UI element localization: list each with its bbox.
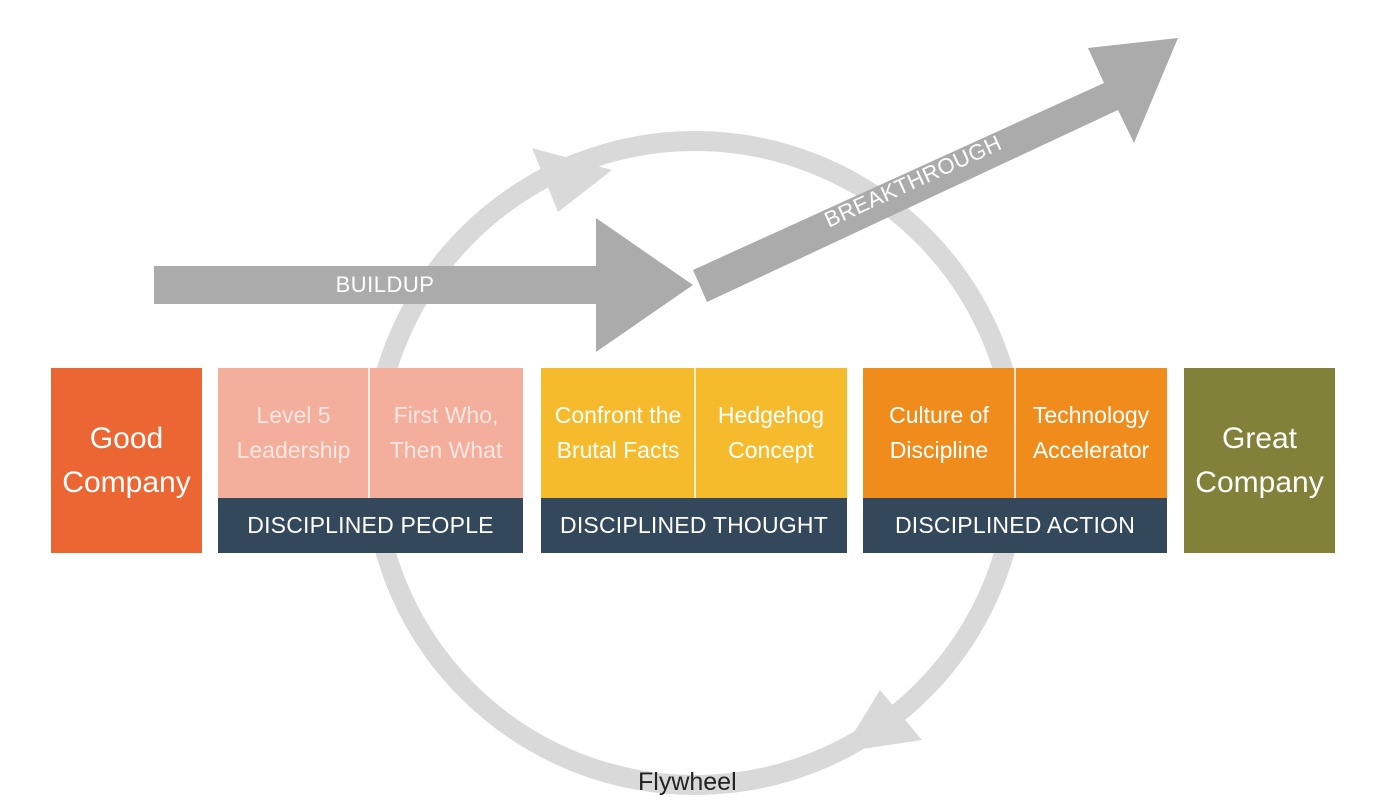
cell-divider: [368, 368, 370, 498]
great-company-box: Great Company: [1184, 368, 1335, 553]
cell-label: Confront the Brutal Facts: [554, 402, 682, 463]
flywheel-label: Flywheel: [638, 768, 737, 796]
cell-hedgehog-concept: Hedgehog Concept: [695, 368, 847, 498]
cell-level-5-leadership: Level 5 Leadership: [218, 368, 369, 498]
great-company-label: Great Company: [1195, 421, 1324, 499]
good-company-box: Good Company: [51, 368, 202, 553]
cell-divider: [694, 368, 696, 498]
cell-first-who-then-what: First Who, Then What: [369, 368, 523, 498]
cell-label: First Who, Then What: [389, 402, 503, 463]
cell-label: Hedgehog Concept: [717, 402, 825, 463]
band-disciplined-people: DISCIPLINED PEOPLE: [218, 498, 523, 553]
buildup-arrow: BUILDUP: [154, 218, 693, 352]
buildup-label: BUILDUP: [336, 272, 435, 297]
band-label: DISCIPLINED ACTION: [894, 512, 1136, 538]
cell-confront-brutal-facts: Confront the Brutal Facts: [541, 368, 695, 498]
flywheel-arrowhead-top: [532, 148, 612, 212]
cell-label: Technology Accelerator: [1032, 402, 1150, 463]
band-label: DISCIPLINED THOUGHT: [560, 512, 828, 538]
band-disciplined-action: DISCIPLINED ACTION: [863, 498, 1167, 553]
band-label: DISCIPLINED PEOPLE: [247, 512, 494, 538]
good-company-label: Good Company: [62, 421, 191, 499]
cell-label: Culture of Discipline: [889, 402, 989, 463]
cell-technology-accelerator: Technology Accelerator: [1015, 368, 1167, 498]
cell-divider: [1014, 368, 1016, 498]
cell-culture-of-discipline: Culture of Discipline: [863, 368, 1015, 498]
flywheel-arrowhead-bottom: [842, 690, 922, 752]
band-disciplined-thought: DISCIPLINED THOUGHT: [541, 498, 847, 553]
cell-label: Level 5 Leadership: [236, 402, 351, 463]
